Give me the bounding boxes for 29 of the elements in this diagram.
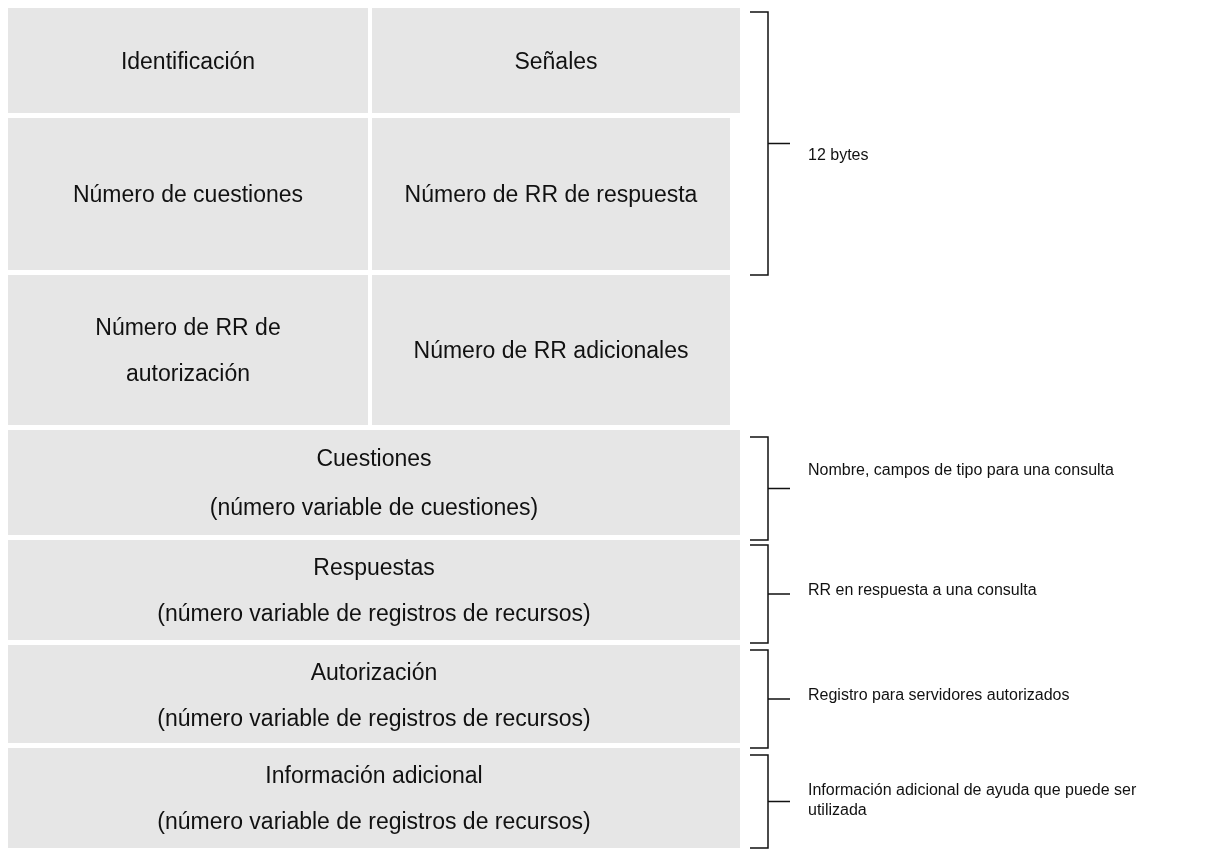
field-label: Número de RR adicionales: [413, 336, 689, 365]
field-box: [372, 118, 730, 270]
field-box: [8, 748, 740, 848]
bracket-note: Información adicional de ayuda que puede ser utilizada: [808, 780, 1138, 820]
field-label: (número variable de registros de recursos): [157, 599, 591, 628]
field-label: Señales: [514, 46, 598, 76]
field-label: Respuestas: [313, 553, 435, 582]
field-box: [8, 645, 740, 743]
field-box: [8, 8, 368, 113]
field-label: Número de RR de respuesta: [404, 180, 698, 209]
field-label: Número de RR de autorización: [94, 313, 282, 388]
bracket-note: 12 bytes: [808, 145, 869, 165]
field-label: Número de cuestiones: [72, 180, 304, 209]
field-label: (número variable de registros de recursos): [157, 807, 591, 836]
field-label: Cuestiones: [316, 444, 432, 474]
field-box: [8, 118, 368, 270]
field-box: [8, 540, 740, 640]
field-box: [372, 8, 740, 113]
bracket-note: Registro para servidores autorizados: [808, 685, 1070, 705]
field-label: Identificación: [120, 46, 256, 76]
field-label: (número variable de cuestiones): [209, 492, 539, 522]
field-box: [8, 430, 740, 535]
field-box: [8, 275, 368, 425]
field-label: (número variable de registros de recursos): [157, 704, 591, 733]
field-label: Información adicional: [265, 761, 483, 790]
field-label: Autorización: [310, 658, 438, 687]
field-box: [372, 275, 730, 425]
bracket-note: Nombre, campos de tipo para una consulta: [808, 460, 1114, 480]
bracket-note: RR en respuesta a una consulta: [808, 580, 1037, 600]
